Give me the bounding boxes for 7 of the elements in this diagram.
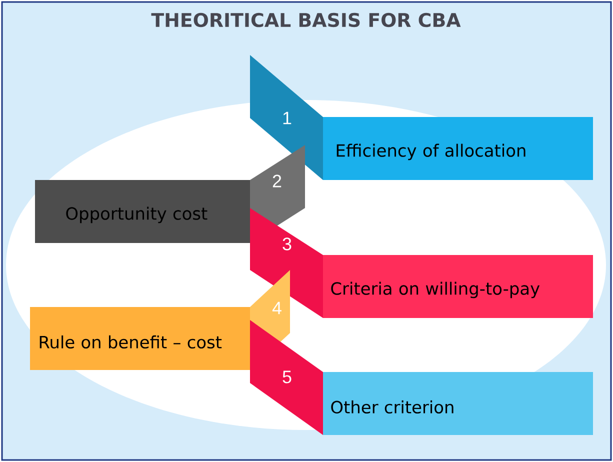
label-box: Opportunity cost [35, 180, 250, 243]
title: THEORITICAL BASIS FOR CBA [151, 12, 461, 28]
label-box: Other criterion [323, 372, 593, 435]
ribbon-segment: 5 [250, 320, 323, 435]
label-box: Rule on benefit – cost [30, 307, 250, 370]
label-box: Criteria on willing-to-pay [323, 255, 593, 318]
label-box: Efficiency of allocation [323, 117, 593, 180]
